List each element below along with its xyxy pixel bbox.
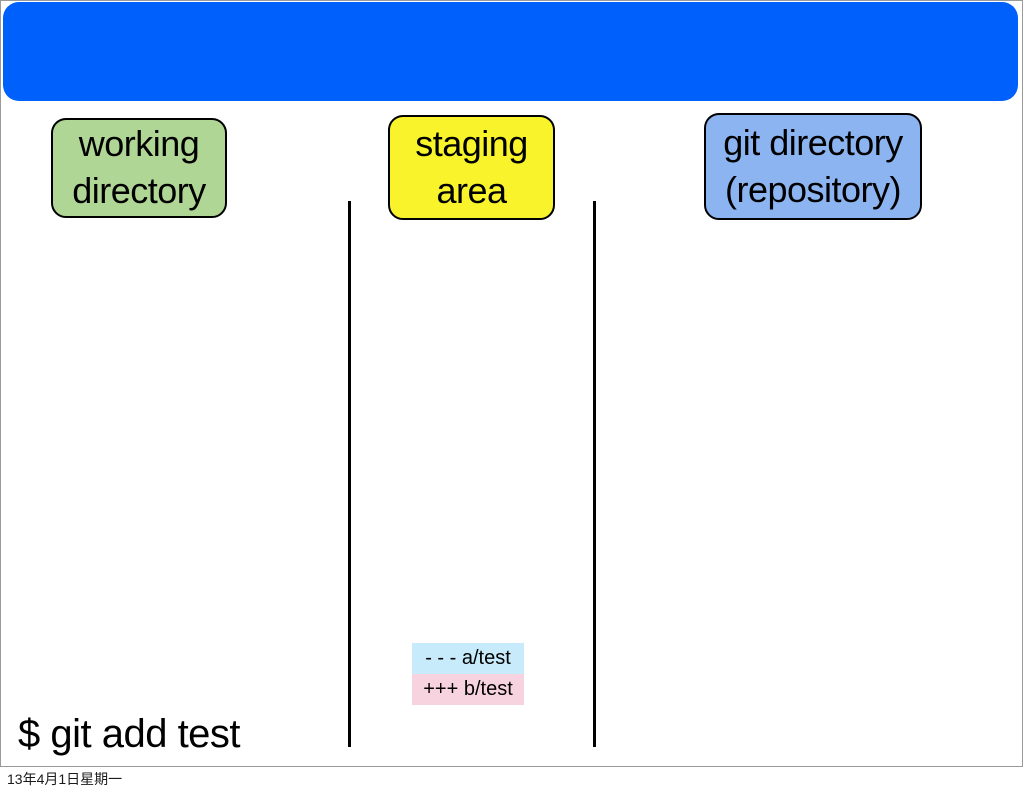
diff-removed-line: - - - a/test bbox=[412, 643, 524, 674]
git-directory-label-line2: (repository) bbox=[724, 168, 902, 210]
staging-area-box: staging area bbox=[388, 115, 555, 220]
git-directory-label-line1: git directory bbox=[723, 121, 903, 163]
working-directory-box: working directory bbox=[51, 118, 227, 218]
column-divider-right bbox=[593, 201, 596, 747]
git-directory-box: git directory (repository) bbox=[704, 113, 922, 220]
diff-added-line: +++ b/test bbox=[412, 674, 524, 705]
working-directory-label-line2: directory bbox=[72, 170, 206, 211]
working-directory-label-line1: working bbox=[78, 123, 200, 165]
presentation-slide: working directory staging area git direc… bbox=[0, 0, 1023, 767]
slide-title-bar bbox=[3, 2, 1018, 101]
slide-date: 13年4月1日星期一 bbox=[7, 771, 123, 787]
diff-snippet: - - - a/test +++ b/test bbox=[412, 643, 524, 705]
column-divider-left bbox=[348, 201, 351, 747]
staging-area-label-line2: area bbox=[436, 169, 507, 211]
git-command-text: $ git add test bbox=[18, 712, 241, 756]
staging-area-label-line1: staging bbox=[415, 122, 528, 164]
